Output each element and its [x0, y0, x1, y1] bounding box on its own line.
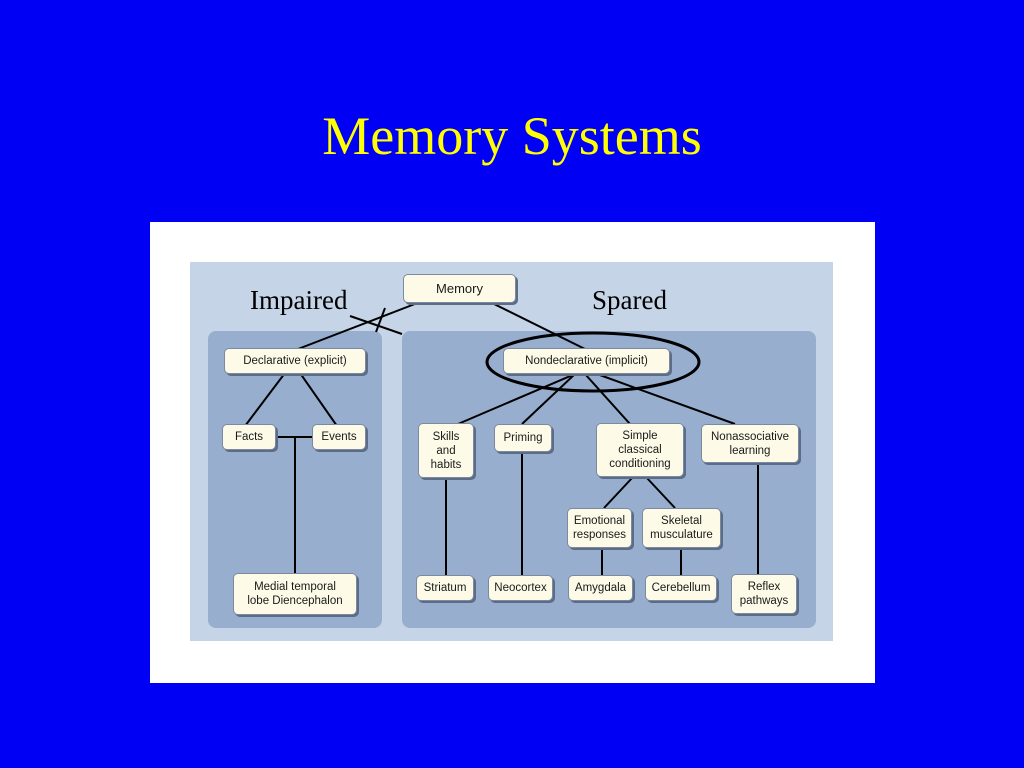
declarative-node: Declarative (explicit): [224, 348, 366, 374]
spared-label: Spared: [592, 285, 667, 315]
slide-title: Memory Systems: [322, 106, 702, 166]
cerebellum-node: Cerebellum: [645, 575, 717, 601]
emotional-responses-node: Emotional responses: [567, 508, 632, 548]
amygdala-node: Amygdala: [568, 575, 633, 601]
classical-conditioning-node: Simple classical conditioning: [596, 423, 684, 477]
medial-temporal-node: Medial temporal lobe Diencephalon: [233, 573, 357, 615]
nonassociative-node: Nonassociative learning: [701, 424, 799, 463]
striatum-node: Striatum: [416, 575, 474, 601]
nondeclarative-node: Nondeclarative (implicit): [503, 348, 670, 374]
neocortex-node: Neocortex: [488, 575, 553, 601]
priming-node: Priming: [494, 424, 552, 452]
impaired-label: Impaired: [250, 285, 348, 315]
skeletal-musculature-node: Skeletal musculature: [642, 508, 721, 548]
skills-habits-node: Skills and habits: [418, 423, 474, 478]
reflex-pathways-node: Reflex pathways: [731, 574, 797, 614]
events-node: Events: [312, 424, 366, 450]
memory-node: Memory: [403, 274, 516, 303]
facts-node: Facts: [222, 424, 276, 450]
